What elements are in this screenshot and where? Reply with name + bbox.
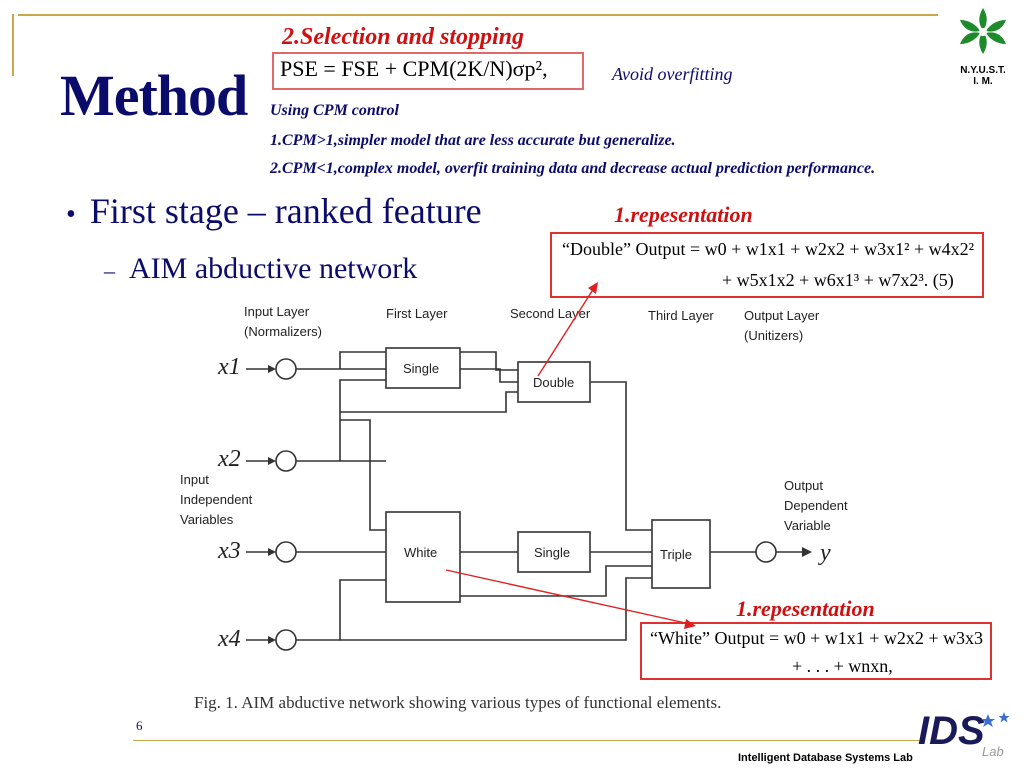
white-output-line-2: + . . . + wnxn, bbox=[792, 656, 893, 676]
node-single-2-label: Single bbox=[534, 545, 570, 560]
header-third-layer: Third Layer bbox=[648, 308, 714, 323]
frame-bottom-line bbox=[133, 740, 923, 741]
input-side-label-1: Input bbox=[180, 472, 209, 487]
normalizer-node-2 bbox=[275, 450, 297, 472]
output-side-label-3: Variable bbox=[784, 518, 831, 533]
svg-text:IDS: IDS bbox=[918, 709, 985, 753]
page-number: 6 bbox=[136, 718, 143, 733]
representation-label-top: 1.repesentation bbox=[614, 202, 753, 227]
bullet-marker: • bbox=[66, 199, 76, 230]
figure-caption: Fig. 1. AIM abductive network showing va… bbox=[194, 693, 721, 712]
output-y: y bbox=[818, 540, 831, 566]
input-side-label-3: Variables bbox=[180, 512, 234, 527]
node-double-label: Double bbox=[533, 375, 574, 390]
node-single-1-label: Single bbox=[403, 361, 439, 376]
output-side-label-1: Output bbox=[784, 478, 823, 493]
input-x2: x2 bbox=[217, 446, 241, 472]
pse-formula-box: PSE = FSE + CPM(2K/N)σp², bbox=[272, 52, 584, 90]
header-input-layer-sub: (Normalizers) bbox=[244, 324, 322, 339]
annotation-arrow-double bbox=[537, 287, 595, 377]
node-white bbox=[385, 511, 461, 603]
input-x4: x4 bbox=[217, 626, 241, 652]
double-output-line-1: “Double” Output = w0 + w1x1 + w2x2 + w3x… bbox=[562, 239, 975, 259]
bullet-aim-network: –AIM abductive network bbox=[104, 252, 417, 286]
section-heading: 2.Selection and stopping bbox=[282, 24, 525, 50]
output-side-label-2: Dependent bbox=[784, 498, 848, 513]
node-triple-label: Triple bbox=[660, 547, 692, 562]
representation-label-bottom: 1.repesentation bbox=[736, 596, 875, 621]
normalizer-node-4 bbox=[275, 629, 297, 651]
side-note: Avoid overfitting bbox=[612, 64, 733, 84]
node-single-1 bbox=[385, 347, 461, 389]
note-cpm-control: Using CPM control bbox=[270, 102, 399, 119]
university-logo: N.Y.U.S.T. I. M. bbox=[948, 4, 1018, 87]
normalizer-node-3 bbox=[275, 541, 297, 563]
lab-name: Intelligent Database Systems Lab bbox=[738, 752, 913, 764]
note-cpm-greater: 1.CPM>1,simpler model that are less accu… bbox=[270, 132, 676, 149]
node-double bbox=[517, 361, 591, 403]
unitizer-node bbox=[755, 541, 777, 563]
leaf-emblem-icon bbox=[960, 8, 1006, 54]
header-second-layer: Second Layer bbox=[510, 306, 591, 321]
input-x1: x1 bbox=[217, 354, 241, 380]
bullet-first-stage-text: First stage – ranked feature bbox=[89, 191, 482, 231]
frame-left-line bbox=[12, 14, 14, 76]
svg-text:Lab: Lab bbox=[982, 744, 1004, 759]
input-side-label-2: Independent bbox=[180, 492, 253, 507]
logo-text-line-2: I. M. bbox=[973, 76, 993, 87]
dash-marker: – bbox=[104, 258, 115, 283]
header-output-layer-sub: (Unitizers) bbox=[744, 328, 803, 343]
ids-lab-logo: IDS Lab bbox=[918, 709, 1010, 759]
node-triple bbox=[651, 519, 711, 589]
bullet-first-stage: • First stage – ranked feature bbox=[66, 190, 482, 232]
pse-formula: PSE = FSE + CPM(2K/N)σp², bbox=[280, 56, 548, 81]
normalizer-node-1 bbox=[275, 358, 297, 380]
logo-text-line-1: N.Y.U.S.T. bbox=[960, 65, 1006, 76]
header-input-layer: Input Layer bbox=[244, 304, 310, 319]
slide-title: Method bbox=[60, 63, 248, 128]
node-single-2 bbox=[517, 531, 591, 573]
bullet-aim-network-text: AIM abductive network bbox=[129, 252, 418, 285]
white-output-equation-box: “White” Output = w0 + w1x1 + w2x2 + w3x3… bbox=[640, 622, 992, 680]
node-white-label: White bbox=[404, 545, 437, 560]
white-output-line-1: “White” Output = w0 + w1x1 + w2x2 + w3x3 bbox=[650, 628, 984, 648]
double-output-equation-box: “Double” Output = w0 + w1x1 + w2x2 + w3x… bbox=[550, 232, 984, 298]
annotation-arrow-white bbox=[445, 569, 691, 625]
note-cpm-less: 2.CPM<1,complex model, overfit training … bbox=[270, 160, 876, 177]
header-output-layer: Output Layer bbox=[744, 308, 820, 323]
frame-top-line bbox=[18, 14, 938, 16]
header-first-layer: First Layer bbox=[386, 306, 448, 321]
double-output-line-2: + w5x1x2 + w6x1³ + w7x2³. (5) bbox=[722, 270, 954, 290]
input-x3: x3 bbox=[217, 538, 241, 564]
